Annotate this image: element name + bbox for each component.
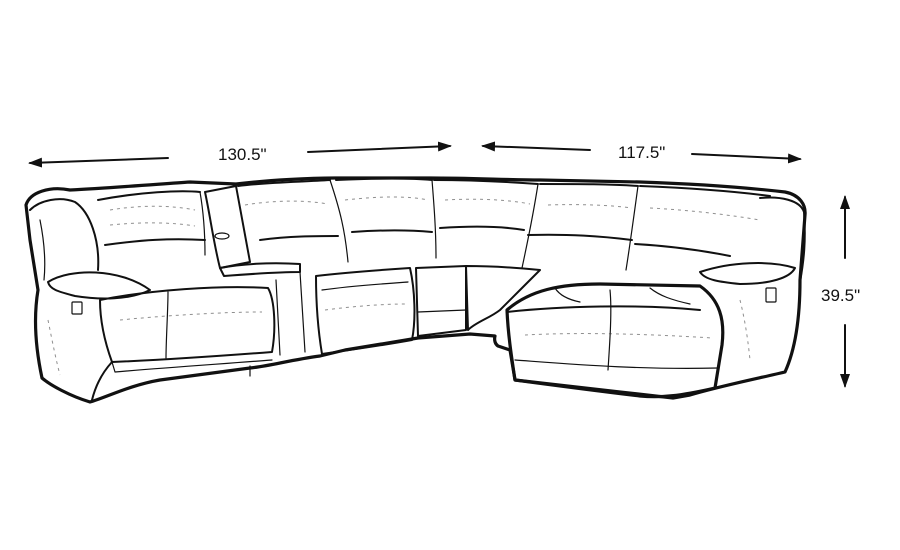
height-dimension-label: 39.5"	[821, 286, 861, 305]
sectional-outline	[24, 176, 807, 404]
width-right-dimension-label: 117.5"	[618, 143, 666, 162]
width-right-arrow	[481, 141, 802, 164]
width-left-arrow	[28, 141, 452, 168]
width-left-dimension-label: 130.5"	[218, 145, 267, 164]
